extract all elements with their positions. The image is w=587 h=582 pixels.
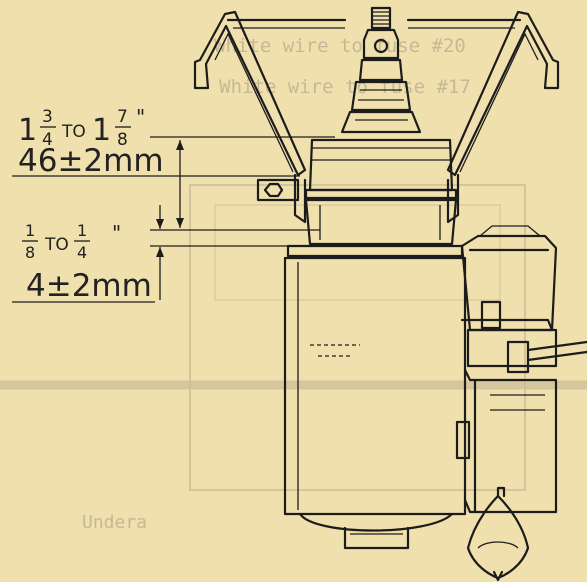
lower-frac-b-num: 1 [77,221,87,240]
lower-frac-a-den: 8 [25,243,35,262]
lower-to-word: TO [44,235,69,255]
lower-frac-a-num: 1 [25,221,35,240]
upper-frac-a-den: 4 [42,130,53,150]
upper-frac-b-num: 7 [117,107,128,127]
upper-dimension-label: 1 3 4 TO 1 7 8 " 46±2mm [18,105,164,179]
lower-dimension-label: 1 8 TO 1 4 " 4±2mm [22,221,152,304]
motor-housing [256,138,458,246]
dim-arrowhead-up [176,140,184,150]
drive-spindle [340,6,422,134]
upper-frac-a-num: 3 [42,107,53,127]
dim-arrowhead-lower-top [156,219,164,229]
lower-inch-mark: " [112,221,121,245]
upper-frac-whole-1: 1 [18,113,37,148]
ghost-text-bottom: Undera [82,512,147,533]
ghost-connector-outline [214,204,501,301]
ghost-panel-outline [189,184,526,491]
gearbox-body [283,244,467,550]
dim-arrowhead-lower-bottom [156,247,164,257]
upper-frac-b-den: 8 [117,130,128,150]
upper-to-word: TO [61,122,86,142]
connector-block [460,225,558,332]
ghost-text-line1: White wire to fuse #20 [214,35,466,57]
switch-assembly [455,300,587,514]
dimension-lines [12,136,335,303]
crank-pulley [466,486,530,582]
lower-frac-b-den: 4 [77,243,87,262]
dim-arrowhead-down [176,218,184,228]
upper-frac-whole-2: 1 [92,113,111,148]
upper-metric-value: 46±2mm [18,143,164,179]
upper-inch-mark: " [136,105,145,129]
lower-metric-value: 4±2mm [26,268,152,304]
